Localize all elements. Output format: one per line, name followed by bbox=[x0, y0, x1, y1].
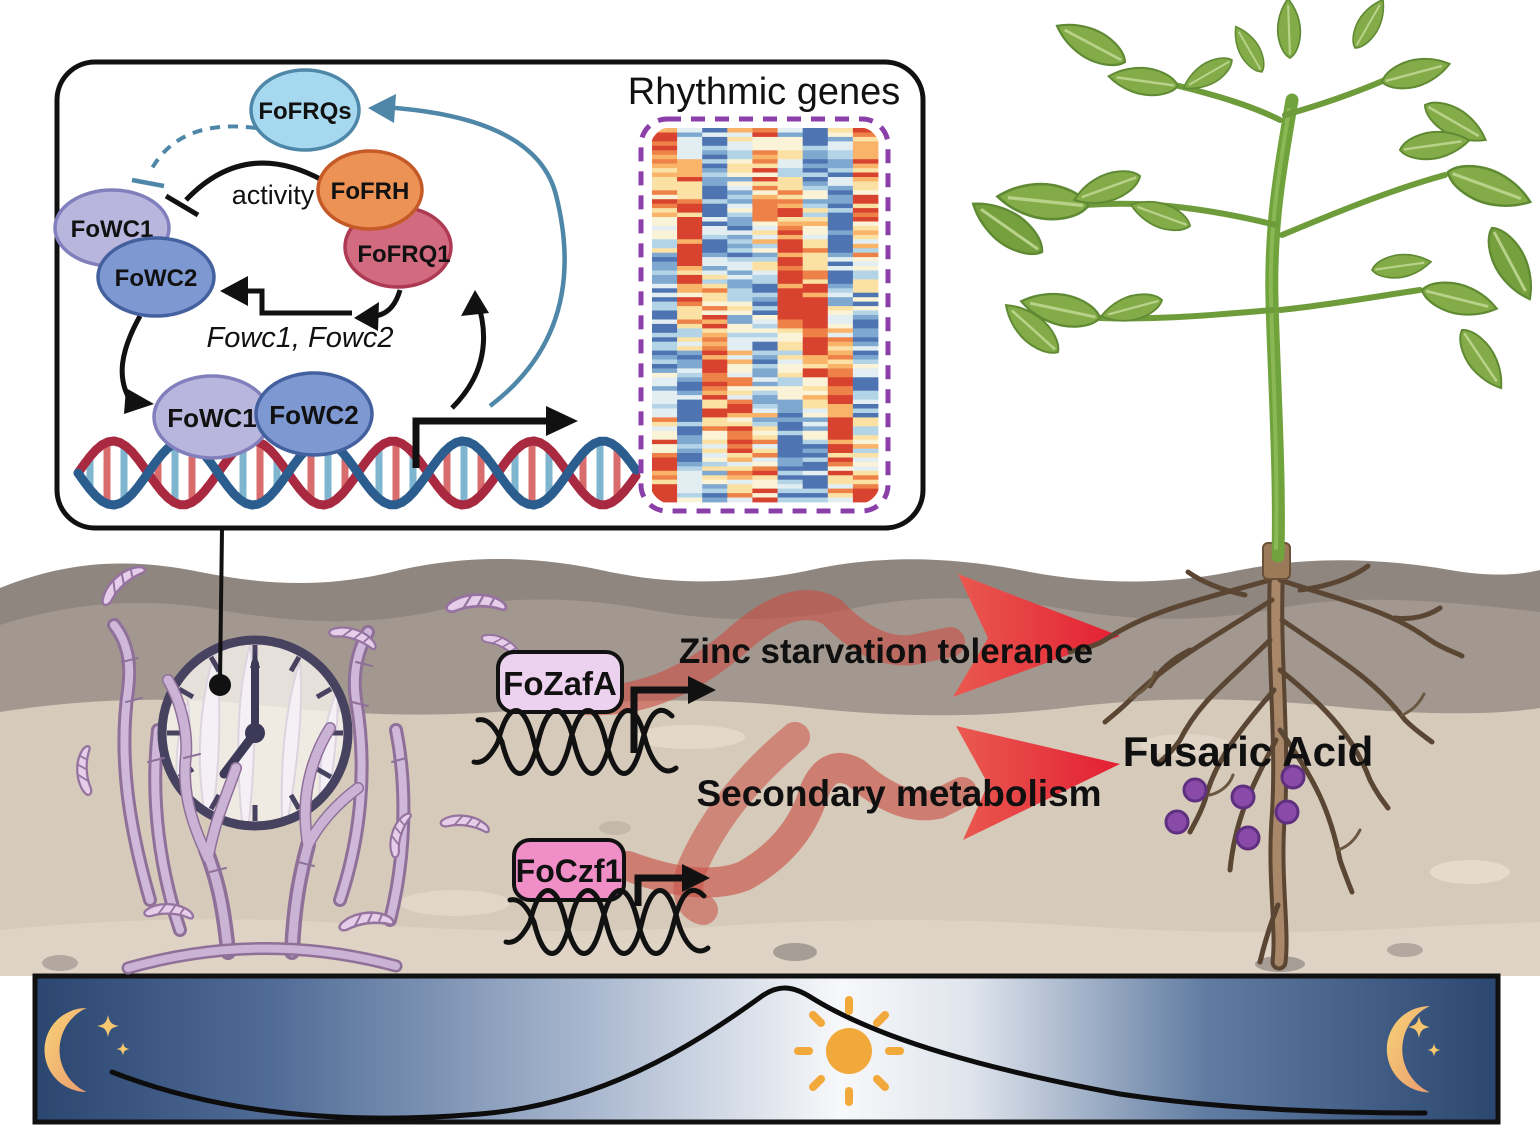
gene-left-arrowhead-icon bbox=[220, 276, 248, 306]
fowc2-top-label: FoWC2 bbox=[115, 265, 198, 292]
fofrh-ellipse bbox=[316, 149, 424, 231]
fungal-colony bbox=[69, 529, 525, 975]
zinc-arrowhead bbox=[953, 574, 1120, 697]
fusaric-acid-dots bbox=[1164, 764, 1306, 851]
clock-center bbox=[245, 723, 265, 743]
plant-leaves bbox=[971, 0, 1533, 390]
hyphae-front bbox=[121, 657, 407, 975]
hyphae-septa bbox=[121, 657, 407, 873]
tomato-plant bbox=[971, 0, 1533, 971]
fusaric-acid-label: Fusaric Acid bbox=[1123, 728, 1374, 775]
rhythmic-genes-title: Rhythmic genes bbox=[628, 71, 900, 113]
frq1-down-arrowhead-icon bbox=[354, 302, 379, 331]
box-connector-line bbox=[218, 529, 224, 681]
plant-stem bbox=[1082, 77, 1448, 563]
wc-arrowhead-icon bbox=[124, 388, 154, 414]
pathway-labels: Zinc starvation tolerance Secondary meta… bbox=[679, 632, 1373, 814]
clock-ticks bbox=[167, 645, 343, 821]
foczf1-box bbox=[512, 838, 626, 902]
foczf1-arrowhead-icon bbox=[682, 864, 710, 892]
clock-minute-tip bbox=[250, 650, 260, 668]
frqs-inhibition-dashed-arrow bbox=[148, 124, 257, 173]
box-transcription-arrowhead-icon bbox=[546, 406, 578, 436]
heatmap-cells bbox=[652, 128, 879, 503]
activity-inhibition-arrow bbox=[184, 160, 324, 202]
clock-mechanism-box: FoWC1 FoWC2 FoFRH FoFRQ1 FoFRQs FoWC1 Fo… bbox=[53, 59, 926, 531]
foczf1-label: FoCzf1 bbox=[516, 853, 623, 889]
fofrqs-label: FoFRQs bbox=[258, 98, 351, 125]
day-night-gradient bbox=[32, 973, 1501, 1125]
fozafa-arrowhead-icon bbox=[688, 676, 716, 704]
plant-roots bbox=[1067, 551, 1465, 971]
blue-feedback-arrow bbox=[379, 104, 567, 408]
soil-tan-band bbox=[0, 699, 1540, 976]
sun-icon bbox=[794, 996, 904, 1106]
box-connector-dot bbox=[209, 674, 231, 696]
heatmap-dashed-border bbox=[638, 116, 891, 514]
soil-gene-modules: FoZafA FoCzf1 bbox=[474, 650, 716, 954]
fowc1-bottom-label: FoWC1 bbox=[167, 403, 257, 433]
zinc-tolerance-label: Zinc starvation tolerance bbox=[679, 632, 1093, 671]
secondary-arrowhead bbox=[956, 726, 1120, 840]
secondary-ribbon-tail bbox=[673, 722, 810, 925]
fofrq1-label: FoFRQ1 bbox=[357, 241, 450, 268]
day-night-bar bbox=[32, 973, 1501, 1125]
fowc2-top-ellipse bbox=[96, 236, 216, 318]
activity-label: activity bbox=[232, 180, 315, 210]
clock bbox=[157, 635, 353, 831]
secondary-ribbon bbox=[613, 753, 977, 898]
fowc2-bottom-label: FoWC2 bbox=[269, 400, 359, 430]
frqs-tbar-icon bbox=[131, 177, 165, 189]
activity-tbar-icon bbox=[164, 193, 200, 218]
fowc-genes-label: Fowc1, Fowc2 bbox=[207, 322, 394, 354]
clock-ring bbox=[157, 635, 353, 831]
box-transcription-arrow bbox=[412, 417, 548, 468]
secondary-metabolism-label: Secondary metabolism bbox=[696, 773, 1101, 814]
fozafa-transcription-arrow bbox=[630, 686, 688, 753]
fozafa-label: FoZafA bbox=[503, 665, 617, 702]
frq1-arrowhead-icon bbox=[461, 290, 489, 316]
fofrh-label: FoFRH bbox=[331, 178, 410, 205]
fofrqs-ellipse bbox=[249, 68, 361, 152]
soil-pebbles bbox=[42, 725, 1510, 972]
fowc2-bottom-ellipse bbox=[254, 371, 374, 457]
rhythm-curve bbox=[109, 985, 1428, 1121]
soil-gray-band bbox=[0, 598, 1540, 720]
soil-layers bbox=[0, 558, 1540, 976]
fowc-gene-line bbox=[244, 288, 352, 316]
foczf1-transcription-arrow bbox=[634, 874, 682, 906]
blue-arrowhead-icon bbox=[368, 94, 396, 123]
hyphae-outer bbox=[107, 618, 411, 937]
